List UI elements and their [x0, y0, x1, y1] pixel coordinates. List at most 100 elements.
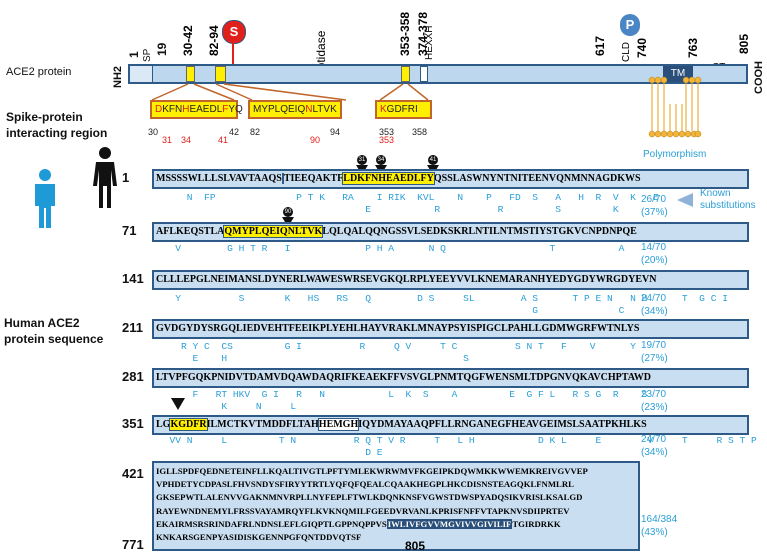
substitution-count: 19/70 — [641, 340, 667, 351]
res-353: K — [380, 104, 387, 115]
seq-part: KFN — [162, 104, 183, 115]
membrane-lipid-icon — [648, 76, 702, 138]
block-lines: IGLLSPDFQEDNETEINFLLKQALTIVGTLPFTYMLEKWR… — [156, 465, 588, 544]
seq-hexxh: HEMGH — [317, 418, 360, 431]
row-number: 141 — [122, 271, 144, 286]
pos-617: 617 — [593, 35, 607, 56]
seq-part: EAEDL — [189, 104, 223, 115]
cooh-label: COOH — [753, 61, 765, 94]
segment-30-42 — [186, 66, 195, 82]
substitution-percent: (34%) — [641, 447, 668, 458]
block-line: KNKARSGENPYASIDISKGENNPGFQNTDDVQTSF — [156, 532, 362, 543]
segment-374-378 — [420, 66, 428, 82]
seq-part: YQ — [228, 104, 243, 115]
region-box-353-358: KGDFRI — [375, 100, 432, 119]
row-number: 211 — [122, 320, 143, 335]
pos-30-42: 30-42 — [181, 25, 195, 56]
tick-353: 353 — [379, 127, 395, 137]
substitution-count: 24/70 — [641, 434, 667, 445]
substitution-percent: (27%) — [641, 353, 668, 364]
tick-31: 31 — [162, 135, 173, 145]
segment-353-358 — [401, 66, 410, 82]
female-person-icon — [35, 169, 55, 228]
tick-90: 90 — [310, 135, 321, 145]
marker-label-90: 90 — [283, 207, 293, 217]
sequence-row: GVDGYDYSRGQLIEDVEHTFEEIKPLYEHLHAYVRAKLMN… — [152, 319, 749, 339]
row-number: 421 — [122, 466, 144, 481]
substitution-percent: (20%) — [641, 255, 668, 266]
seq-part: MSSSSWLLLSLVAVTAAQS — [156, 173, 282, 184]
substitution-percent: (23%) — [641, 402, 668, 413]
seq-part: LG — [156, 419, 171, 430]
polymorphism-label: Polymorphism — [643, 149, 707, 160]
tick-358: 358 — [412, 127, 428, 137]
tick-30: 30 — [148, 127, 159, 137]
seq-highlight: QMYPLQEIQNLTVK — [223, 225, 324, 238]
marker-353-icon — [171, 398, 185, 410]
seq-part: QSSLASWNYNTNITEENVQNMNNAGDKWS — [433, 173, 641, 184]
substitution-percent: (37%) — [641, 207, 668, 218]
block-line: RAYEWNDNEMYLFRSSVAYAMRQYFLKVKNQMILFGEEDV… — [156, 505, 570, 516]
s-badge-icon: S — [222, 20, 246, 44]
pos-805: 805 — [737, 33, 751, 54]
substitution-count: 164/384 — [641, 514, 678, 525]
sequence-row: AFLKEQSTLAQMYPLQEIQNLTVKLQLQALQQNGSSVLSE… — [152, 222, 749, 242]
seq-part: TIEEQAKTF — [281, 173, 344, 184]
sp-label: SP — [142, 48, 153, 62]
seq-part: GVDGYDYSRGQLIEDVEHTFEEIKPLYEHLHAYVRAKLMN… — [156, 323, 640, 334]
ace2-protein-label: ACE2 protein — [6, 66, 72, 78]
sequence-row: CLLLEPGLNEIMANSLDYNERLWAWESWRSEVGKQLRPLY… — [152, 270, 749, 290]
substitution-percent: (34%) — [641, 306, 668, 317]
seq-part: LTVK — [312, 104, 337, 115]
sequence-row: LTVPFGQKPNIDVTDAMVDQAWDAQRIFKEAEKFFVSVGL… — [152, 368, 749, 388]
substitution-row: F RT HKV G I R N L K S A E G F L R S G R… — [192, 389, 648, 412]
seq-part: LQLQALQQNGSSVLSEDKSKRLNTILNTMSTIYSTGKVCN… — [322, 226, 637, 237]
tick-94: 94 — [330, 127, 341, 137]
substitution-count: 26/70 — [641, 194, 667, 205]
cld-label: CLD — [621, 41, 632, 62]
tick-42: 42 — [229, 127, 240, 137]
human-ace2-label-1: Human ACE2 — [4, 316, 80, 330]
marker-label-41: 41 — [428, 155, 438, 165]
sequence-block — [152, 461, 640, 551]
region-box-82-94: MYPLQEIQNLTVK — [248, 100, 342, 119]
spike-region-label-2: interacting region — [6, 126, 108, 140]
seq-part: ILMCTKVTMDDFLTAH — [206, 419, 319, 430]
pos-82-94: 82-94 — [207, 25, 221, 56]
block-line: VPHDETYCDPASLFHVSNDYSFIRYYTRTLYQFQFQEALC… — [156, 479, 574, 490]
row-number: 351 — [122, 416, 144, 431]
seq-part: MYPLQEIQ — [253, 104, 306, 115]
block-line: EKAIRMSRSRINDAFRLNDNSLEFLGIQPTLGPPNQPPVS… — [156, 518, 588, 531]
spike-region-label-1: Spike-protein — [6, 110, 83, 124]
p-badge-icon: P — [620, 14, 640, 36]
res-31: D — [155, 104, 163, 115]
nh2-label: NH2 — [112, 65, 124, 88]
signal-peptide-segment — [130, 66, 153, 82]
pos-740: 740 — [635, 37, 649, 58]
row-number: 281 — [122, 369, 144, 384]
seq-highlight: LDKFNHEAEDLFY — [342, 172, 435, 185]
marker-label-31: 31 — [357, 155, 367, 165]
block-line: GKSEPWTLALENVVGAKNMNVRPLLNYFEPLFTWLKDQNK… — [156, 492, 583, 503]
substitution-row: V G H T R I P H A N Q T A — [175, 243, 625, 254]
human-ace2-label-2: protein sequence — [4, 332, 104, 346]
marker-label-34: 34 — [376, 155, 386, 165]
substitution-count: 23/70 — [641, 389, 667, 400]
known-label-1: Known — [700, 188, 731, 199]
pos-353-358: 353-358 — [398, 11, 412, 56]
seq-highlight: KGDFR — [169, 418, 208, 431]
substitution-row: R Y C CS G I R Q V T C S N T F V Y E H S — [181, 341, 636, 364]
tick-34: 34 — [181, 135, 192, 145]
seq-part: IQYDMAYAAQPFLLRNGANEGFHEAVGEIMSLSAATPKHL… — [358, 419, 647, 430]
pos-1: 1 — [127, 51, 141, 58]
seq-part: AFLKEQSTLA — [156, 226, 225, 237]
res-41: F — [222, 104, 229, 115]
end-position-805: 805 — [405, 539, 426, 553]
row-number: 771 — [122, 537, 144, 552]
hexxh-label: HEXXH — [424, 25, 435, 60]
row-number: 1 — [122, 170, 130, 185]
region-box-30-42: DKFNHEAEDLFYQ — [150, 100, 243, 119]
tick-353-red: 353 — [379, 135, 395, 145]
seq-part: LTVPFGQKPNIDVTDAMVDQAWDAQRIFKEAEKFFVSVGL… — [156, 372, 652, 383]
known-label-2: substitutions — [700, 200, 756, 211]
